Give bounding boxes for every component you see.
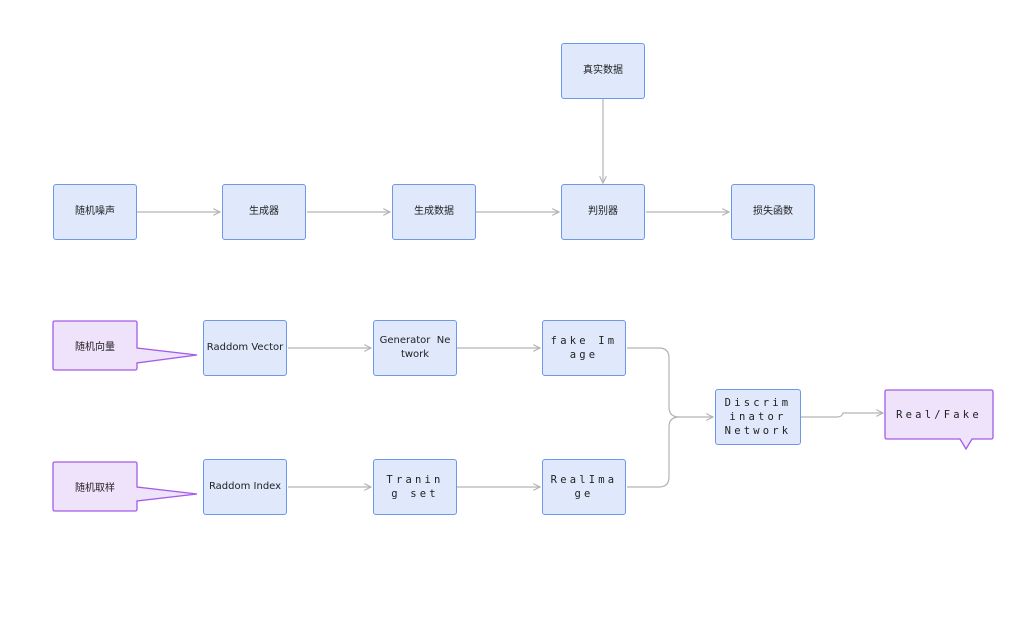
callout-random-sampling[interactable]: 随机取样 — [53, 462, 137, 511]
node-generator-label: 生成器 — [249, 206, 279, 217]
node-loss-function-label: 损失函数 — [753, 206, 793, 217]
edge-real-image-to-discriminator-network — [627, 416, 680, 488]
node-random-noise-label: 随机噪声 — [75, 206, 115, 217]
callout-random-vector[interactable]: 随机向量 — [53, 321, 137, 370]
node-raddom-vector-label: Raddom Vector — [206, 342, 284, 353]
node-real-data-label: 真实数据 — [583, 65, 623, 76]
node-generated-data-label: 生成数据 — [414, 206, 454, 217]
node-discriminator[interactable]: 判别器 — [561, 184, 645, 240]
node-generated-data[interactable]: 生成数据 — [392, 184, 476, 240]
node-training-set-label: Tranin g set — [386, 474, 444, 500]
node-training-set[interactable]: Tranin g set — [373, 459, 457, 515]
callout-random-vector-shape — [52, 320, 198, 371]
callout-random-vector-label: 随机向量 — [75, 342, 115, 353]
node-random-noise[interactable]: 随机噪声 — [53, 184, 137, 240]
node-loss-function[interactable]: 损失函数 — [731, 184, 815, 240]
node-fake-image-label: fake Im age — [550, 335, 618, 361]
node-generator-network[interactable]: Generator Ne twork — [373, 320, 457, 376]
node-discriminator-network-label: Discrim inator Network — [724, 397, 792, 437]
node-discriminator-label: 判别器 — [588, 206, 618, 217]
node-fake-image[interactable]: fake Im age — [542, 320, 626, 376]
edge-discriminator-network-to-real-fake — [801, 413, 883, 418]
node-real-image-label: RealIma ge — [550, 474, 618, 500]
callout-real-fake-label: Real/Fake — [896, 408, 982, 421]
node-raddom-index-label: Raddom Index — [208, 481, 282, 492]
callout-real-fake-shape — [884, 389, 994, 451]
node-generator-network-label: Generator Ne twork — [379, 335, 451, 360]
node-real-image[interactable]: RealIma ge — [542, 459, 626, 515]
node-discriminator-network[interactable]: Discrim inator Network — [715, 389, 801, 445]
node-generator[interactable]: 生成器 — [222, 184, 306, 240]
callout-random-sampling-label: 随机取样 — [75, 483, 115, 494]
node-raddom-index[interactable]: Raddom Index — [203, 459, 287, 515]
callout-real-fake[interactable]: Real/Fake — [885, 390, 993, 439]
node-real-data[interactable]: 真实数据 — [561, 43, 645, 99]
callout-random-sampling-shape — [52, 461, 198, 512]
edge-fake-image-to-discriminator-network — [627, 347, 713, 417]
node-raddom-vector[interactable]: Raddom Vector — [203, 320, 287, 376]
